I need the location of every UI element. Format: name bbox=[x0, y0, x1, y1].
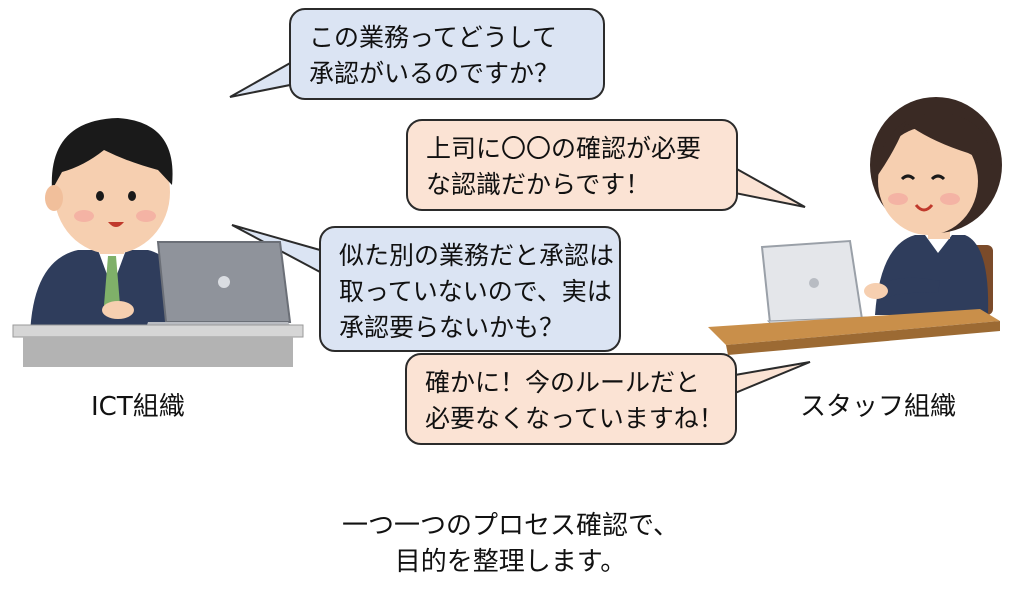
bubble-line: この業務ってどうして bbox=[309, 23, 558, 52]
speech-bubble-ict-proposal: 似た別の業務だと承認は 取っていないので、実は 承認要らないかも？ bbox=[319, 226, 621, 352]
bubble-tail-b4 bbox=[734, 361, 811, 395]
ict-person-illustration bbox=[12, 118, 304, 367]
ict-organization-label: ICT組織 bbox=[91, 392, 185, 422]
caption-line: 目的を整理します。 bbox=[394, 547, 627, 577]
caption-line: 一つ一つのプロセス確認で、 bbox=[342, 511, 679, 541]
bubble-line: な認識だからです！ bbox=[426, 170, 651, 199]
speech-bubble-staff-answer: 上司に〇〇の確認が必要 な認識だからです！ bbox=[406, 119, 738, 211]
speech-bubble-ict-question: この業務ってどうして 承認がいるのですか？ bbox=[289, 8, 605, 100]
bubble-line: 承認要らないかも？ bbox=[339, 313, 565, 342]
bubble-line: 確かに！今のルールだと bbox=[425, 368, 701, 397]
staff-person-illustration bbox=[708, 97, 1002, 355]
speech-bubble-staff-agree: 確かに！今のルールだと 必要なくなっていますね！ bbox=[405, 353, 737, 445]
caption: 一つ一つのプロセス確認で、 目的を整理します。 bbox=[0, 508, 1021, 580]
bubble-line: 承認がいるのですか？ bbox=[309, 59, 560, 88]
bubble-line: 似た別の業務だと承認は bbox=[339, 241, 615, 270]
bubble-line: 上司に〇〇の確認が必要 bbox=[426, 134, 702, 163]
bubble-line: 必要なくなっていますね！ bbox=[425, 404, 724, 433]
staff-organization-label: スタッフ組織 bbox=[800, 392, 957, 422]
bubble-line: 取っていないので、実は bbox=[339, 277, 612, 306]
